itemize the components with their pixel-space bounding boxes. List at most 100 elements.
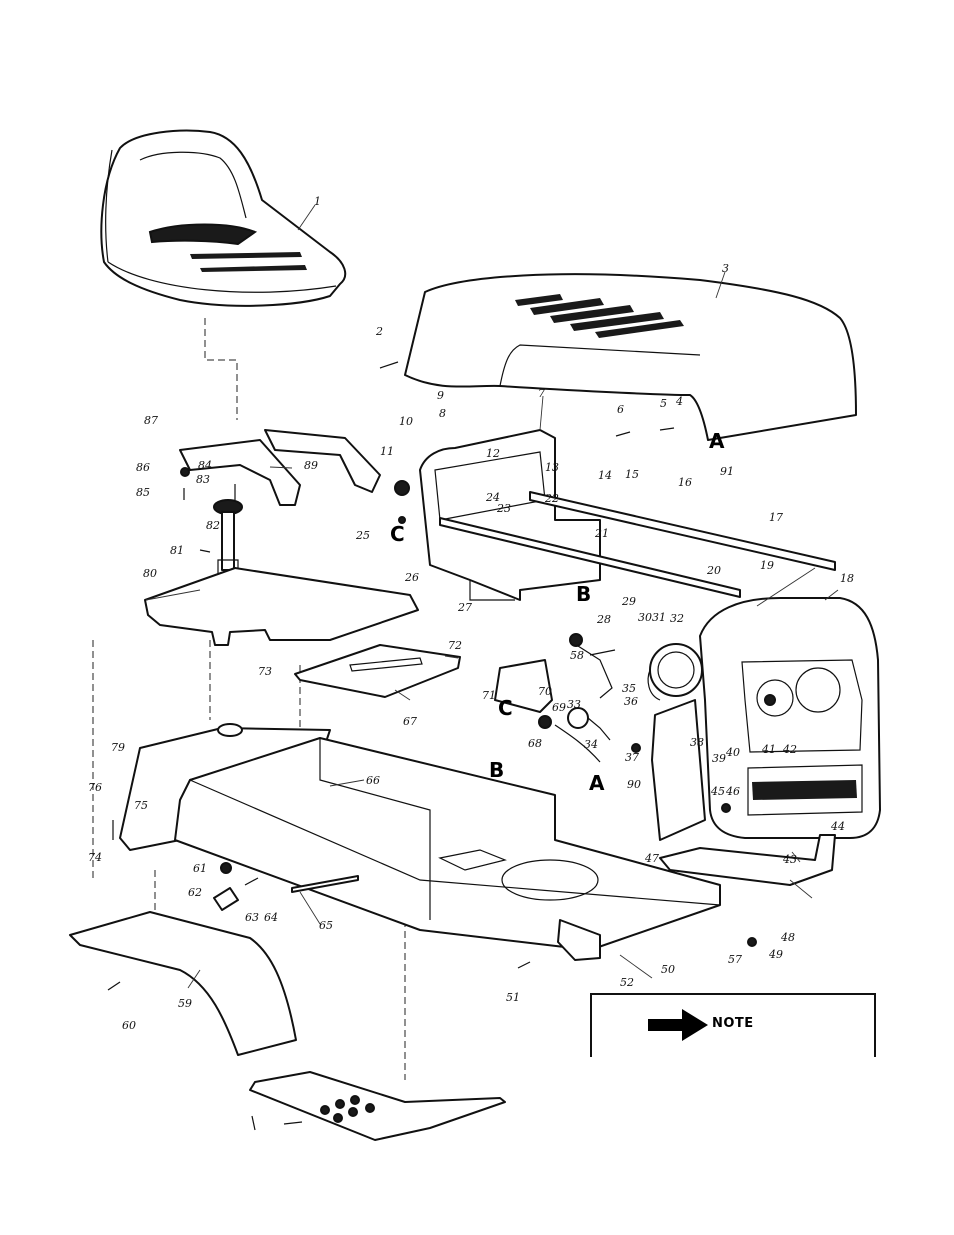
part-number-label: 61 [193, 863, 207, 874]
part-number-label: 87 [144, 415, 158, 426]
headlight [648, 644, 702, 700]
part-number-label: 91 [720, 466, 734, 477]
part-number-label: 25 [356, 530, 370, 541]
part-number-label: 34 [584, 739, 598, 750]
part-number-label: 52 [620, 977, 634, 988]
part-number-label: 58 [570, 650, 584, 661]
part-number-label: 65 [319, 920, 333, 931]
part-number-label: 90 [627, 779, 641, 790]
callout-c: C [390, 524, 405, 544]
part-number-label: 85 [136, 487, 150, 498]
part-number-label: 57 [728, 954, 742, 965]
part-number-label: 36 [624, 696, 638, 707]
ignition-switch [539, 708, 610, 762]
part-number-label: 15 [625, 469, 639, 480]
main-frame [175, 738, 720, 960]
part-number-label: 66 [366, 775, 380, 786]
part-number-label: 43 [783, 854, 797, 865]
part-number-label: 39 [712, 753, 726, 764]
part-number-label: 22 [545, 493, 559, 504]
part-number-label: 16 [678, 477, 692, 488]
part-number-label: 48 [781, 932, 795, 943]
part-number-label: 49 [769, 949, 783, 960]
part-number-label: 30 [638, 612, 652, 623]
part-number-label: 75 [134, 800, 148, 811]
part-number-label: 14 [598, 470, 612, 481]
seat [101, 131, 345, 306]
part-number-label: 9 [437, 390, 444, 401]
part-number-label: 83 [196, 474, 210, 485]
callout-b: B [576, 584, 591, 604]
grille [700, 598, 880, 838]
part-number-label: 21 [595, 528, 609, 539]
part-number-label: 71 [482, 690, 496, 701]
part-number-label: 32 [670, 613, 684, 624]
part-number-label: 8 [439, 408, 446, 419]
part-number-label: 67 [403, 716, 417, 727]
part-number-label: 6 [617, 404, 624, 415]
part-number-label: 74 [88, 852, 102, 863]
part-number-label: 72 [448, 640, 462, 651]
part-number-label: 70 [538, 686, 552, 697]
callout-a: A [709, 431, 724, 451]
callout-c: C [498, 698, 513, 718]
part-number-label: 80 [143, 568, 157, 579]
note-label: NOTE [712, 1016, 754, 1031]
part-number-label: 1 [314, 196, 321, 207]
part-number-label: 4 [676, 396, 683, 407]
part-number-label: 60 [122, 1020, 136, 1031]
part-number-label: 63 [245, 912, 259, 923]
plate [295, 645, 460, 697]
hood [405, 274, 856, 440]
part-number-label: 11 [380, 446, 394, 457]
part-number-label: 69 [552, 702, 566, 713]
part-number-label: 42 [783, 744, 797, 755]
part-number-label: 81 [170, 545, 184, 556]
part-number-label: 37 [625, 752, 639, 763]
part-number-label: 84 [198, 460, 212, 471]
part-number-label: 27 [458, 602, 472, 613]
drain-valve [214, 863, 258, 910]
part-number-label: 76 [88, 782, 102, 793]
part-number-label: 31 [652, 612, 666, 623]
part-number-label: 68 [528, 738, 542, 749]
part-number-label: 2 [376, 326, 383, 337]
part-number-label: 38 [690, 737, 704, 748]
part-number-label: 17 [769, 512, 783, 523]
part-number-label: 41 [762, 744, 776, 755]
part-number-label: 59 [178, 998, 192, 1009]
step-plate [250, 1072, 505, 1140]
note-box: NOTE [590, 993, 876, 1057]
part-number-label: 28 [597, 614, 611, 625]
part-number-label: 7 [538, 388, 545, 399]
part-number-label: 12 [486, 448, 500, 459]
part-number-label: 50 [661, 964, 675, 975]
dash-panel [420, 430, 600, 600]
part-number-label: 46 [726, 786, 740, 797]
part-number-label: 64 [264, 912, 278, 923]
part-number-label: 89 [304, 460, 318, 471]
part-number-label: 45 [711, 786, 725, 797]
part-number-label: 10 [399, 416, 413, 427]
part-number-label: 44 [831, 821, 845, 832]
part-number-label: 20 [707, 565, 721, 576]
part-number-label: 86 [136, 462, 150, 473]
callout-a: A [589, 773, 604, 793]
part-number-label: 73 [258, 666, 272, 677]
part-number-label: 29 [622, 596, 636, 607]
part-number-label: 62 [188, 887, 202, 898]
part-number-label: 82 [206, 520, 220, 531]
part-number-label: 23 [497, 503, 511, 514]
part-number-label: 79 [111, 742, 125, 753]
part-number-label: 26 [405, 572, 419, 583]
side-panel [652, 700, 705, 840]
part-number-label: 33 [567, 699, 581, 710]
footrest-panel [145, 568, 418, 645]
part-number-label: 47 [645, 853, 659, 864]
callout-b: B [489, 760, 504, 780]
part-number-label: 24 [486, 492, 500, 503]
part-number-label: 18 [840, 573, 854, 584]
part-number-label: 51 [506, 992, 520, 1003]
right-arrow-icon [648, 1009, 708, 1041]
part-number-label: 19 [760, 560, 774, 571]
